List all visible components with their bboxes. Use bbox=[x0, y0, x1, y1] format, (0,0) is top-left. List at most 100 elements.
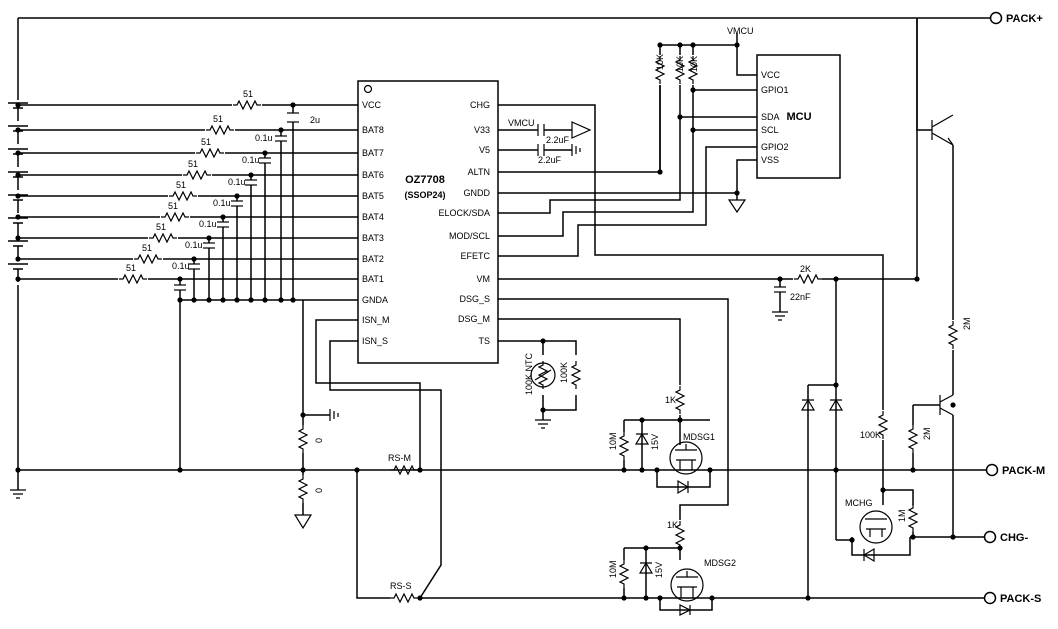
ic-pin-bat5: BAT5 bbox=[362, 191, 384, 201]
ic-pin-bat7: BAT7 bbox=[362, 148, 384, 158]
r-51-label: 51 bbox=[201, 137, 211, 147]
junction bbox=[234, 193, 240, 199]
junction bbox=[914, 276, 920, 282]
ic-pin-bat1: BAT1 bbox=[362, 274, 384, 284]
r-51-label: 51 bbox=[126, 263, 136, 273]
ic-oz7708: OZ7708 (SSOP24) VCCBAT8BAT7BAT6BAT5BAT4B… bbox=[357, 80, 499, 364]
ic-right-pins: CHGV33V5ALTNGNDDELOCK/SDAMOD/SCLEFETCVMD… bbox=[438, 100, 490, 346]
junction bbox=[677, 545, 683, 551]
c-01u-label: 0.1u bbox=[242, 155, 260, 165]
junction bbox=[15, 276, 21, 282]
resistor-h bbox=[168, 191, 198, 201]
junction bbox=[220, 214, 226, 220]
junction bbox=[833, 382, 839, 388]
junction bbox=[15, 235, 21, 241]
ic-pin-chg: CHG bbox=[470, 100, 490, 110]
junction bbox=[220, 297, 226, 303]
resistor-h bbox=[160, 212, 190, 222]
r-0-1-label: 0 bbox=[314, 438, 324, 443]
junction bbox=[206, 235, 212, 241]
junction bbox=[709, 595, 715, 601]
junction bbox=[910, 467, 916, 473]
junction bbox=[15, 102, 21, 108]
junction bbox=[290, 297, 296, 303]
ic-left-pins: VCCBAT8BAT7BAT6BAT5BAT4BAT3BAT2BAT1GNDAI… bbox=[362, 100, 390, 346]
component-labels: 2u 10K 10K 10K 2K 22nF 2M 2M 100K 100K N… bbox=[310, 54, 972, 591]
junction bbox=[15, 256, 21, 262]
ic-pin-dsg-s: DSG_S bbox=[459, 294, 490, 304]
junction bbox=[290, 102, 296, 108]
terminal-pack-m-label: PACK-M bbox=[1002, 465, 1045, 477]
resistor-v bbox=[675, 385, 685, 415]
ic-pin-altn: ALTN bbox=[468, 167, 490, 177]
junction bbox=[191, 256, 197, 262]
terminal-pack-m-pad bbox=[985, 463, 999, 477]
resistor-v bbox=[298, 424, 308, 454]
transistors bbox=[669, 114, 954, 602]
junction bbox=[248, 172, 254, 178]
ic-pin-elock-sda: ELOCK/SDA bbox=[438, 208, 490, 218]
r-vm-label: 2K bbox=[800, 264, 811, 274]
junction bbox=[15, 150, 21, 156]
ic-pin-isn-m: ISN_M bbox=[362, 315, 390, 325]
junction bbox=[657, 42, 663, 48]
ntc-arrow bbox=[534, 369, 552, 381]
r-10m-1-label: 10M bbox=[608, 432, 618, 450]
junction bbox=[677, 417, 683, 423]
r-51-label: 51 bbox=[168, 201, 178, 211]
junction bbox=[654, 467, 660, 473]
wires bbox=[17, 17, 992, 611]
junction bbox=[950, 402, 956, 408]
diodes bbox=[530, 362, 875, 616]
r-51-label: 51 bbox=[243, 89, 253, 99]
resistor-h bbox=[232, 100, 262, 110]
junction bbox=[777, 276, 783, 282]
junction bbox=[643, 595, 649, 601]
junction bbox=[734, 42, 740, 48]
r-pullup1-label: 10K bbox=[655, 54, 665, 70]
resistor-h bbox=[118, 274, 148, 284]
ic-pin-vm: VM bbox=[477, 274, 491, 284]
mdsg2-label: MDSG2 bbox=[704, 558, 736, 568]
junction bbox=[950, 534, 956, 540]
junction bbox=[677, 114, 683, 120]
z-15v-2-label: 15V bbox=[654, 562, 664, 578]
junction bbox=[278, 297, 284, 303]
junction bbox=[177, 467, 183, 473]
junction bbox=[639, 467, 645, 473]
resistor-v bbox=[948, 320, 958, 350]
r-100k-label: 100K bbox=[860, 430, 881, 440]
junction bbox=[300, 467, 306, 473]
r-1k-1-label: 1K bbox=[665, 395, 676, 405]
resistor-h bbox=[205, 125, 235, 135]
junction bbox=[15, 214, 21, 220]
resistor-v bbox=[619, 431, 629, 461]
junction bbox=[417, 467, 423, 473]
ic-pin-ts: TS bbox=[478, 336, 490, 346]
junction bbox=[540, 407, 546, 413]
terminal-chg--label: CHG- bbox=[1000, 532, 1028, 544]
ground-symbols bbox=[10, 199, 788, 530]
c-v33-label: 2.2uF bbox=[546, 135, 570, 145]
resistor-h bbox=[195, 148, 225, 158]
junction bbox=[15, 127, 21, 133]
junction bbox=[643, 545, 649, 551]
mcu-supply-label: VMCU bbox=[727, 26, 754, 36]
resistor-v bbox=[571, 360, 581, 390]
ic-pin-gndd: GNDD bbox=[464, 188, 491, 198]
c-01u-label: 0.1u bbox=[228, 177, 246, 187]
junction bbox=[707, 467, 713, 473]
ic-pin-bat6: BAT6 bbox=[362, 170, 384, 180]
mcu-pin-gpio2: GPIO2 bbox=[761, 142, 789, 152]
junction bbox=[177, 276, 183, 282]
r-51-label: 51 bbox=[142, 243, 152, 253]
ic-pin-dsg-m: DSG_M bbox=[458, 314, 490, 324]
junction bbox=[910, 534, 916, 540]
mcu-name: MCU bbox=[786, 111, 811, 123]
z-15v-1-label: 15V bbox=[650, 434, 660, 450]
junction bbox=[15, 467, 21, 473]
resistor-h bbox=[133, 254, 163, 264]
